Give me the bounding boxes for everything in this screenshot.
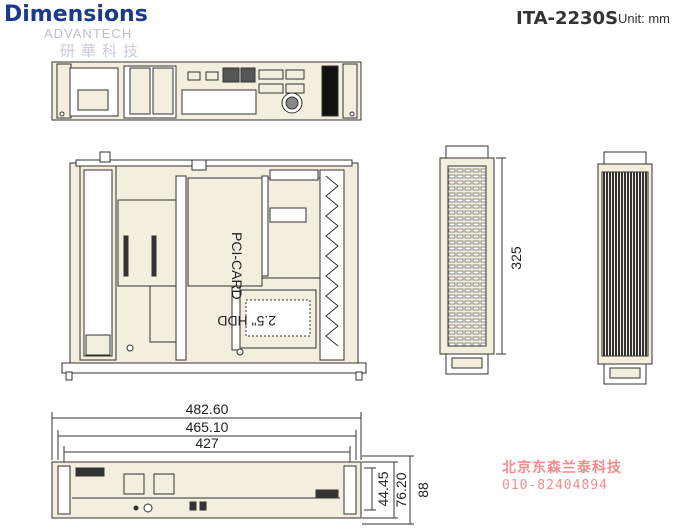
model-name: ITA-2230S [516,8,619,29]
unit-label: Unit: mm [618,11,670,26]
phone-watermark: 010-82404894 [502,478,608,493]
hdd-label: 2.5" HDD [217,313,276,329]
side-view-finned [597,151,653,385]
width-dimensions [51,412,362,462]
width-body-value: 427 [195,435,219,451]
watermark-chinese: 研華科技 [60,42,145,60]
height-dimensions [362,455,414,525]
depth-value: 325 [508,246,524,270]
width-ears-value: 465.10 [186,419,229,435]
height-mid-value: 76.20 [393,472,409,507]
front-view [51,461,362,519]
width-outer-value: 482.60 [186,401,229,417]
height-total-value: 88 [415,482,431,498]
page-title: Dimensions [4,2,148,27]
depth-dimension [496,157,506,355]
side-view-vented [439,145,495,375]
board-label: PCI-CARD [229,232,245,300]
rear-view [51,61,362,121]
watermark-logo: ADVANTECH [44,26,133,41]
height-inner-value: 44.45 [375,471,391,506]
top-view [61,151,367,381]
brand-watermark: 北京东森兰泰科技 [502,460,622,476]
